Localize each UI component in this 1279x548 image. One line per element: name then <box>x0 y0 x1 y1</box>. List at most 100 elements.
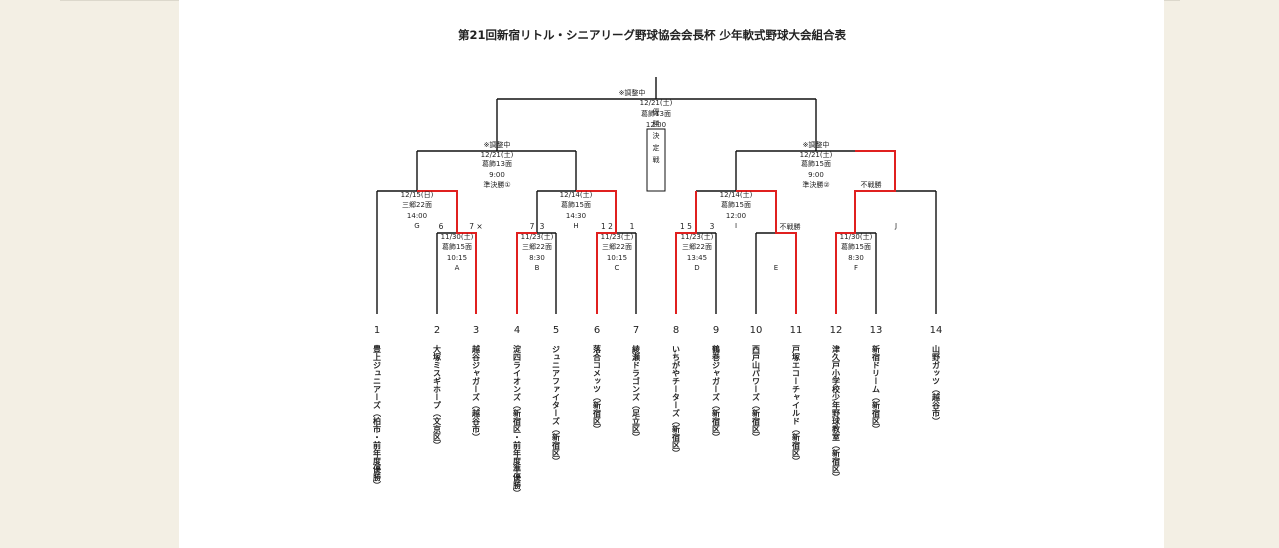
match-a-code: A <box>455 264 460 272</box>
match-j-note: 不戦勝 <box>861 180 882 189</box>
match-b-date: 11/23(土) <box>521 232 554 241</box>
match-c-score-l: 1 2 <box>601 222 613 231</box>
match-f-time: 8:30 <box>848 254 864 262</box>
match-d-code: D <box>694 264 699 272</box>
bracket-paper <box>179 0 1164 548</box>
semi-right-note: ※調整中 <box>803 140 830 149</box>
match-b-venue: 三郷22面 <box>522 242 552 251</box>
winner-path-team-8 <box>675 191 697 314</box>
match-j-code: J <box>894 222 897 230</box>
team-number: 1 <box>374 325 380 336</box>
winner-path-team-3 <box>417 190 477 314</box>
team-number: 7 <box>633 325 639 336</box>
final-note: ※調整中 <box>619 88 646 97</box>
team-name: 落合コメッツ（新宿区） <box>592 344 602 433</box>
team-name: 淀四ライオンズ（新宿区・前年度準優勝） <box>512 344 522 497</box>
match-g-info: 12/15(日) 三郷22面 14:00 G <box>401 191 434 230</box>
match-c-info: 1 2 1 11/23(土) 三郷22面 10:15 C <box>601 222 635 272</box>
match-d-time: 13:45 <box>687 254 707 262</box>
team-name: 西戸山パワーズ（新宿区） <box>752 345 761 441</box>
final-venue: 葛飾13面 <box>641 109 671 118</box>
team-number: 9 <box>713 325 719 336</box>
match-b-info: 7 3 11/23(土) 三郷22面 8:30 B <box>521 222 554 272</box>
bracket-lines <box>376 77 937 314</box>
team-name: 大塚ミスギホープ（文京区） <box>432 344 442 449</box>
team-name: 鶴巻ジャガーズ（新宿区） <box>712 344 721 441</box>
bracket-title: 第21回新宿リトル・シニアリーグ野球協会会長杯 少年軟式野球大会組合表 <box>458 28 847 42</box>
match-c-venue: 三郷22面 <box>602 242 632 251</box>
team-name: 越谷ジャガーズ（越谷市） <box>471 344 481 441</box>
semi-right-date: 12/21(土) <box>800 150 833 159</box>
semi-left-label: 準決勝① <box>483 180 510 189</box>
match-a-date: 11/30(土) <box>441 232 474 241</box>
match-h-code: H <box>573 222 578 230</box>
match-c-date: 11/23(土) <box>601 232 634 241</box>
team-number: 4 <box>514 325 520 336</box>
winner-path-team-6 <box>576 190 617 314</box>
match-a-venue: 葛飾15面 <box>442 242 472 251</box>
match-g-code: G <box>414 222 419 230</box>
team-name: ジュニアファイターズ（新宿区） <box>552 345 561 465</box>
semi-left-info: ※調整中 12/21(土) 葛飾13面 9:00 準決勝① <box>481 140 514 189</box>
team-number: 14 <box>930 325 943 336</box>
match-d-date: 11/23(土) <box>681 232 714 241</box>
match-f-venue: 葛飾15面 <box>841 242 871 251</box>
match-g-time: 14:00 <box>407 212 427 220</box>
team-number: 5 <box>553 325 559 336</box>
semi-right-label: 準決勝② <box>802 180 829 189</box>
team-number: 10 <box>750 325 763 336</box>
match-d-info: 1 5 3 11/23(土) 三郷22面 13:45 D <box>680 222 715 272</box>
match-i-date: 12/14(土) <box>720 190 753 199</box>
match-d-score-r: 3 <box>710 222 715 231</box>
final-date: 12/21(土) <box>640 98 673 107</box>
semi-right-time: 9:00 <box>808 171 824 179</box>
semi-right-info: ※調整中 12/21(土) 葛飾15面 9:00 準決勝② <box>800 140 833 189</box>
team-number: 3 <box>473 325 479 336</box>
team-name: 津久戸小学校少年野球教室（新宿区） <box>831 344 841 481</box>
team-number: 12 <box>830 325 843 336</box>
winner-path-team-12 <box>835 150 896 314</box>
match-i-info: 12/14(土) 葛飾15面 12:00 I <box>720 190 753 230</box>
match-h-time: 14:30 <box>566 212 586 220</box>
match-b-code: B <box>535 264 540 272</box>
champion-box <box>646 128 666 192</box>
match-i-code: I <box>735 222 737 230</box>
match-h-venue: 葛飾15面 <box>561 200 591 209</box>
match-a-score-l: 6 <box>439 222 444 231</box>
team-list: 1 豊上ジュニアーズ（柏市・前年度優勝） 2 大塚ミスギホープ（文京区） 3 越… <box>372 325 943 497</box>
match-e-note: 不戦勝 <box>780 222 801 231</box>
match-f-info: 11/30(土) 葛飾15面 8:30 F <box>840 232 873 272</box>
team-name: 綾瀬ドラゴンズ（足立区） <box>631 344 641 441</box>
team-name: 豊上ジュニアーズ（柏市・前年度優勝） <box>372 344 382 489</box>
semi-left-date: 12/21(土) <box>481 150 514 159</box>
team-name: 新宿ドリーム（新宿区） <box>872 344 881 433</box>
team-number: 2 <box>434 325 440 336</box>
match-c-code: C <box>615 264 620 272</box>
match-h-info: 12/14(土) 葛飾15面 14:30 H <box>560 190 593 230</box>
match-g-venue: 三郷22面 <box>402 200 432 209</box>
match-e-code: E <box>774 264 778 272</box>
match-j-info: 不戦勝 J <box>861 180 898 230</box>
champion-label: 優勝決定戦 <box>652 107 660 168</box>
match-b-score-r: 3 <box>540 222 545 231</box>
match-d-score-l: 1 5 <box>680 222 692 231</box>
team-name: 山野ガッツ（越谷市） <box>931 344 941 425</box>
final-info: ※調整中 12/21(土) 葛飾13面 12:00 優勝決定戦 <box>619 88 673 192</box>
semi-left-note: ※調整中 <box>484 140 511 149</box>
semi-left-venue: 葛飾13面 <box>482 159 512 168</box>
match-h-date: 12/14(土) <box>560 190 593 199</box>
match-a-score-r: 7 × <box>469 222 482 231</box>
match-d-venue: 三郷22面 <box>682 242 712 251</box>
team-number: 6 <box>594 325 600 336</box>
match-g-date: 12/15(日) <box>401 191 434 199</box>
final-time: 12:00 <box>646 121 666 129</box>
match-e-info: 不戦勝 E <box>774 222 801 272</box>
semi-left-time: 9:00 <box>489 171 505 179</box>
team-number: 13 <box>870 325 883 336</box>
match-c-time: 10:15 <box>607 254 627 262</box>
match-a-time: 10:15 <box>447 254 467 262</box>
team-name: いちがやチーターズ（新宿区） <box>672 345 681 457</box>
match-i-venue: 葛飾15面 <box>721 200 751 209</box>
match-f-date: 11/30(土) <box>840 232 873 241</box>
